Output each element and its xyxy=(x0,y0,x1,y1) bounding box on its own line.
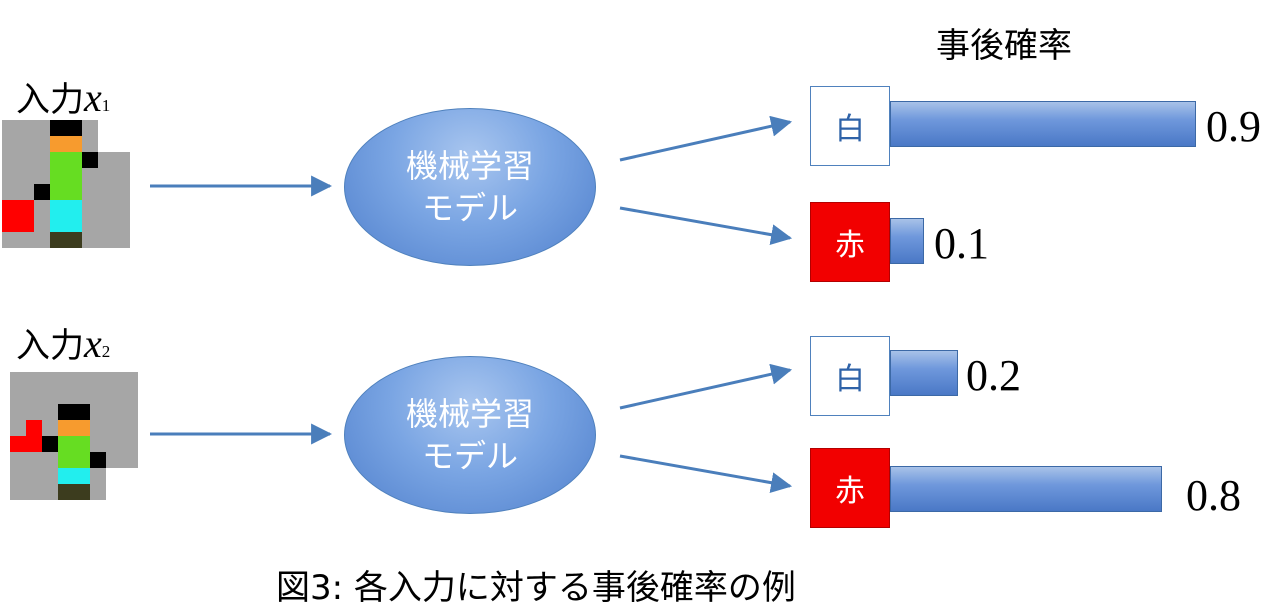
figure-caption: 図3: 各入力に対する事後確率の例 xyxy=(276,568,796,608)
class-white-box-2: 白 xyxy=(810,336,890,416)
class-white-box-1: 白 xyxy=(810,86,890,166)
probability-bar-white-1 xyxy=(890,101,1196,147)
ml-model-2: 機械学習 モデル xyxy=(344,356,596,514)
probability-bar-red-2 xyxy=(890,466,1162,512)
input-image-2 xyxy=(10,372,138,500)
model-to-white-arrow-1 xyxy=(619,115,793,162)
input-label-text: 入力 xyxy=(16,326,84,366)
probability-bar-red-1 xyxy=(890,218,924,264)
model-label-line1: 機械学習 xyxy=(405,147,534,185)
probability-bar-white-2 xyxy=(890,350,958,396)
model-label-line2: モデル xyxy=(421,189,518,227)
model-to-white-arrow-2 xyxy=(619,363,793,410)
class-red-box-2: 赤 xyxy=(810,448,890,528)
class-red-label: 赤 xyxy=(835,474,865,509)
probability-value-red-1: 0.1 xyxy=(934,219,989,268)
class-white-label: 白 xyxy=(835,112,865,147)
input-variable: x xyxy=(84,75,102,120)
input-subscript: 2 xyxy=(101,342,111,361)
input-variable: x xyxy=(84,321,102,366)
posterior-title: 事後確率 xyxy=(936,26,1072,66)
probability-value-red-2: 0.8 xyxy=(1186,471,1241,520)
input-label-2: 入力x2 xyxy=(16,318,110,367)
pixel-figure-1 xyxy=(2,120,130,248)
input-subscript: 1 xyxy=(101,96,111,115)
input-image-1 xyxy=(2,120,130,248)
input-label-1: 入力x1 xyxy=(16,72,110,121)
model-label-line2: モデル xyxy=(421,437,518,475)
model-to-red-arrow-2 xyxy=(619,454,793,494)
input-label-text: 入力 xyxy=(16,80,84,120)
class-red-label: 赤 xyxy=(835,228,865,263)
pixel-figure-2 xyxy=(10,372,138,500)
class-white-label: 白 xyxy=(835,362,865,397)
model-label-line1: 機械学習 xyxy=(405,395,534,433)
ml-model-1: 機械学習 モデル xyxy=(344,108,596,266)
class-red-box-1: 赤 xyxy=(810,202,890,282)
model-to-red-arrow-1 xyxy=(619,206,793,246)
probability-value-white-2: 0.2 xyxy=(966,351,1021,400)
probability-value-white-1: 0.9 xyxy=(1206,102,1261,151)
